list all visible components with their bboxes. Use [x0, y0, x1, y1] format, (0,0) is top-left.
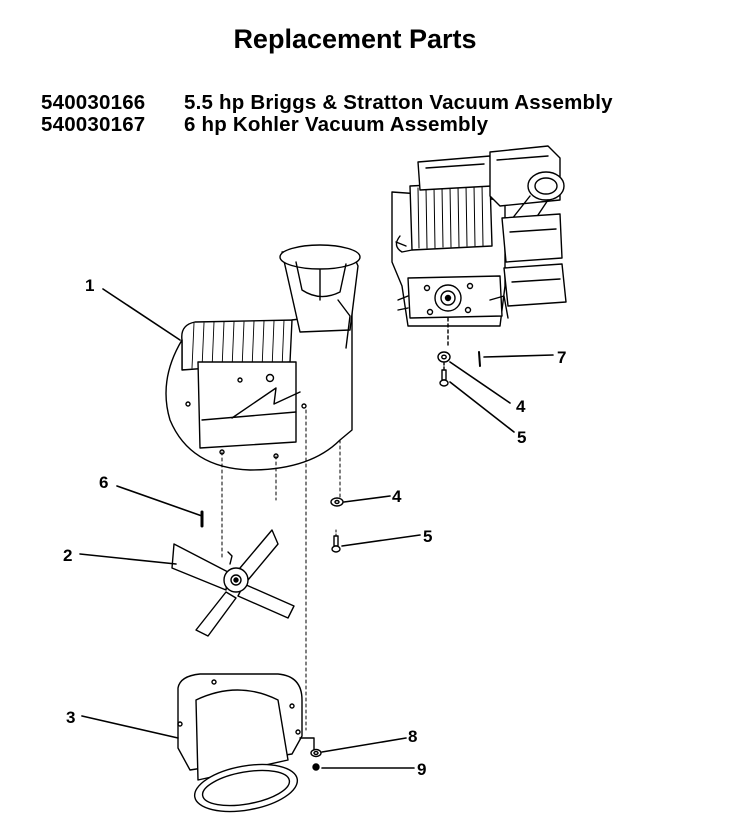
model-list: 540030166 5.5 hp Briggs & Stratton Vacuum… [41, 92, 613, 136]
inlet-drawing [177, 673, 315, 813]
blower-housing-drawing [165, 244, 361, 731]
callout-label: 3 [66, 708, 75, 727]
callout-label: 5 [423, 527, 432, 546]
callout-label: 2 [63, 546, 72, 565]
model-part-number: 540030166 [41, 91, 146, 114]
callout-label: 4 [392, 487, 402, 506]
model-description: 6 hp Kohler Vacuum Assembly [184, 113, 489, 136]
blower-hardware [200, 497, 344, 553]
engine-hardware [437, 351, 481, 387]
page-title: Replacement Parts [233, 24, 477, 54]
model-row: 540030167 6 hp Kohler Vacuum Assembly [41, 114, 613, 136]
callout-label: 1 [85, 276, 94, 295]
impeller-drawing [171, 529, 295, 637]
model-part-number: 540030167 [41, 113, 146, 136]
callout-label: 4 [516, 397, 526, 416]
model-description: 5.5 hp Briggs & Stratton Vacuum Assembly [184, 91, 613, 114]
leader-lines [79, 288, 554, 769]
inlet-hardware [310, 748, 322, 771]
callout-labels: 1 2 3 4 4 5 5 6 7 8 9 [63, 276, 566, 779]
callout-label: 8 [408, 727, 417, 746]
callout-label: 9 [417, 760, 426, 779]
model-row: 540030166 5.5 hp Briggs & Stratton Vacuum… [41, 92, 613, 114]
engine-drawing [391, 145, 567, 349]
callout-label: 7 [557, 348, 566, 367]
callout-label: 5 [517, 428, 526, 447]
callout-label: 6 [99, 473, 108, 492]
